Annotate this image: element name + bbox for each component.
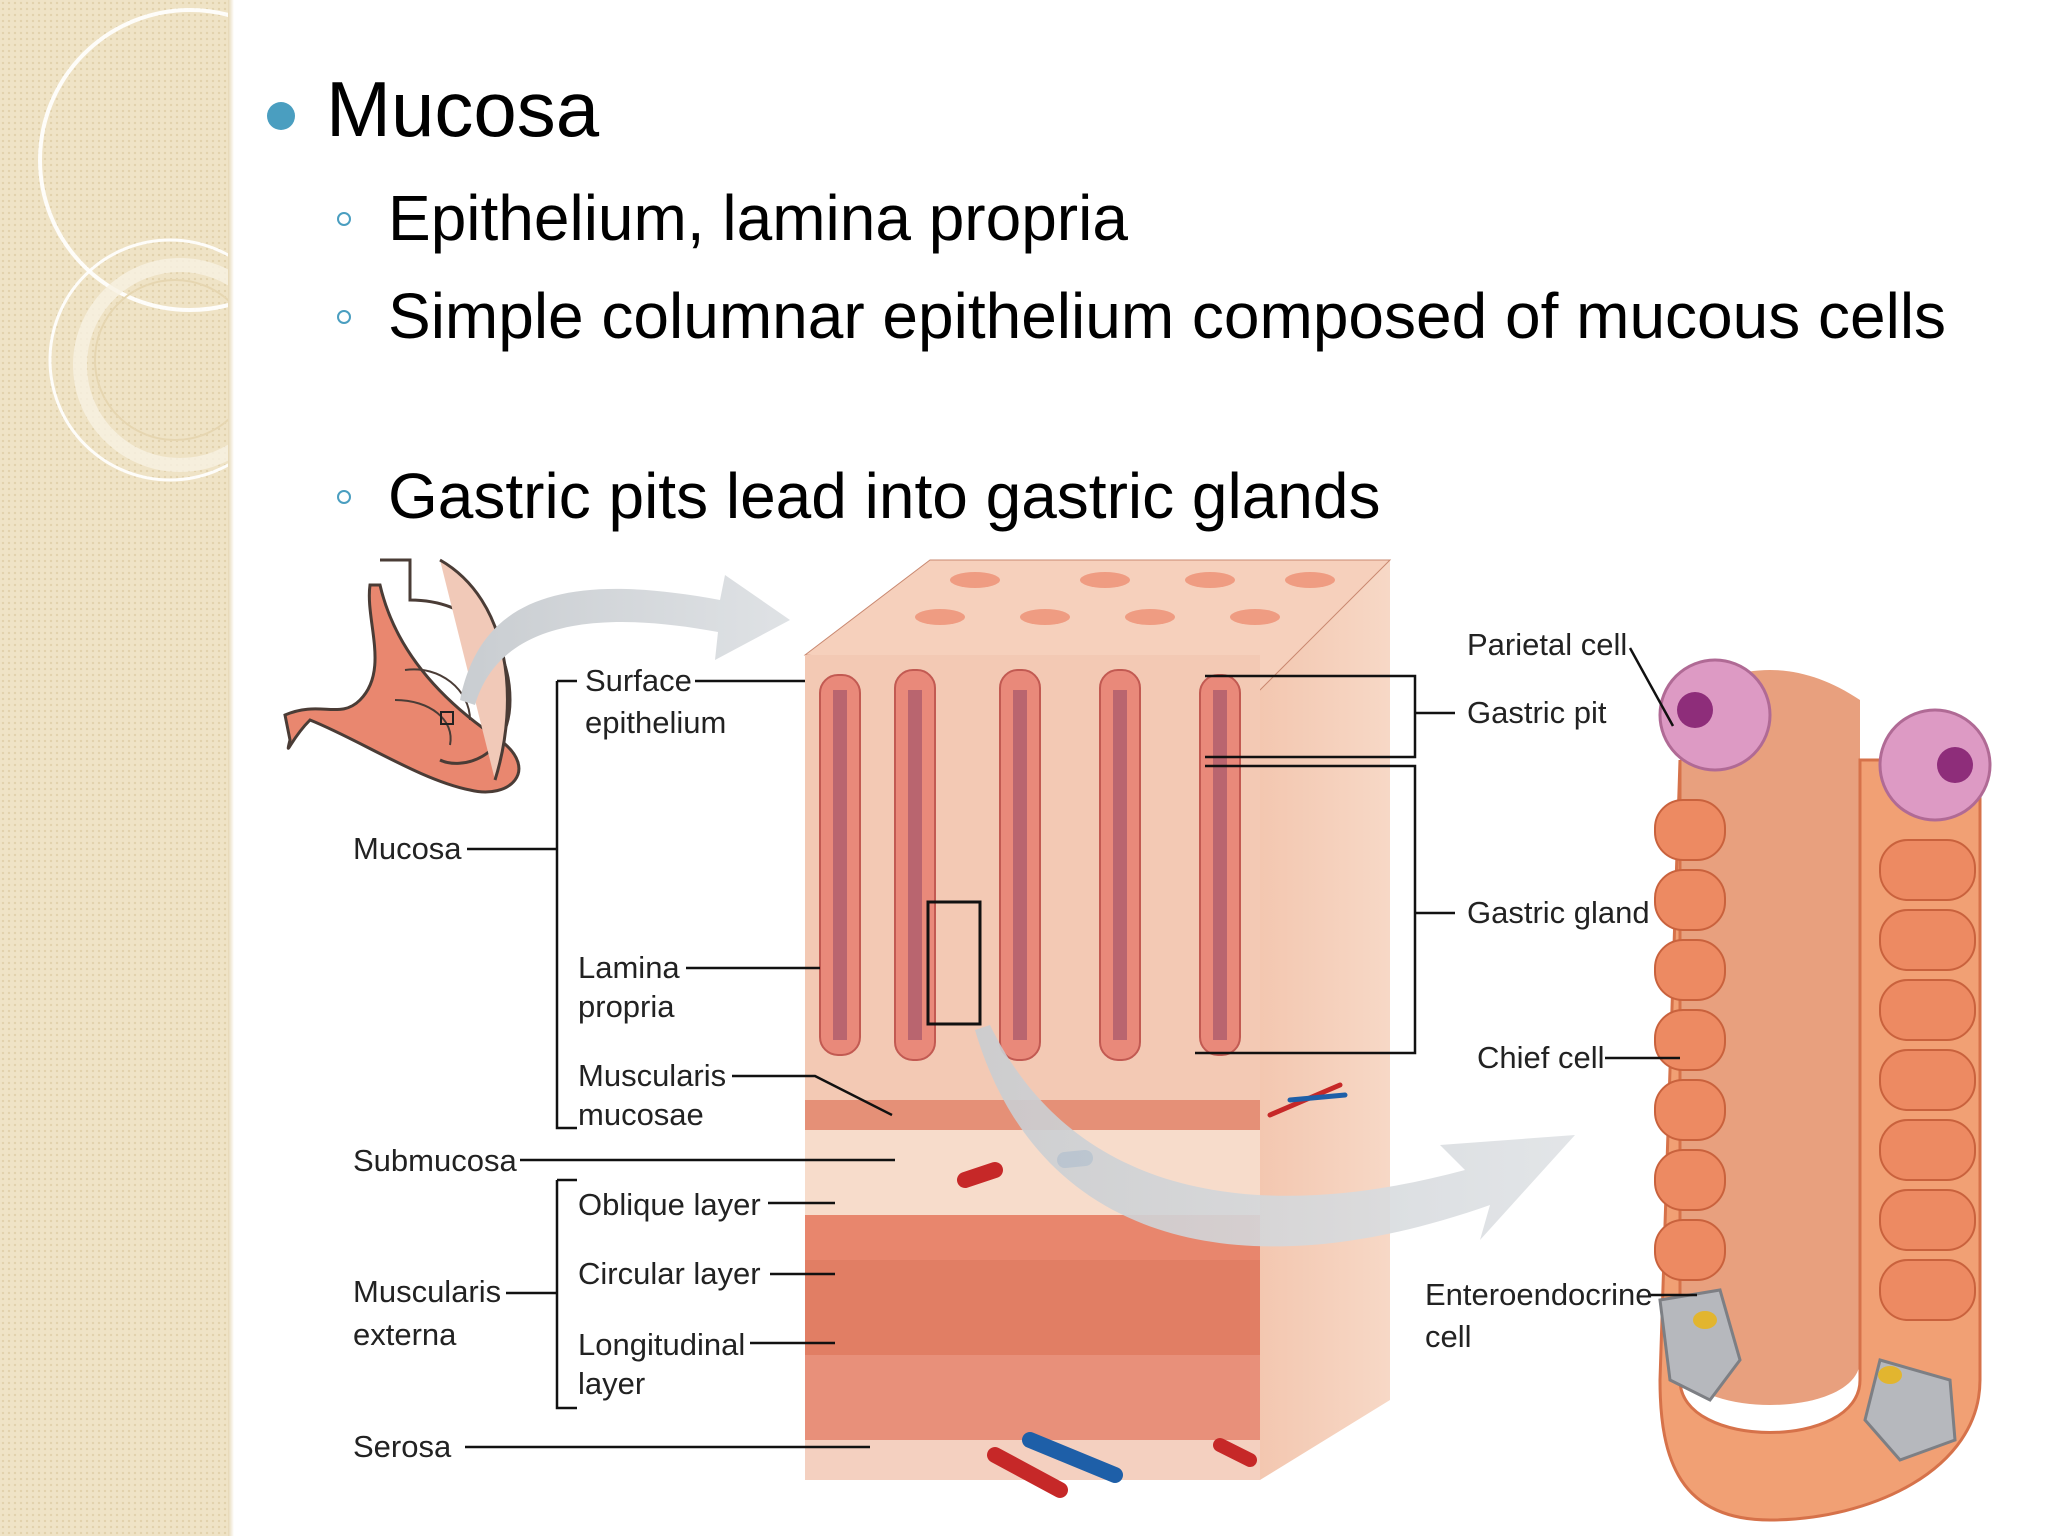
label-gastric-gland: Gastric gland bbox=[1467, 895, 1650, 930]
bullet-dot bbox=[267, 102, 295, 130]
label-parietal-cell: Parietal cell bbox=[1467, 627, 1627, 662]
sub-bullet-3: Gastric pits lead into gastric glands bbox=[388, 460, 1381, 532]
gastric-gland-detail bbox=[1654, 658, 1992, 1522]
bullet-list: Mucosa Epithelium, lamina propria Simple… bbox=[0, 0, 2048, 560]
label-layer: layer bbox=[578, 1366, 645, 1401]
label-enteroendocrine: Enteroendocrine bbox=[1425, 1277, 1653, 1312]
label-mucosae: mucosae bbox=[578, 1097, 704, 1132]
sidebar-edge bbox=[228, 0, 234, 1536]
sub-bullet-1: Epithelium, lamina propria bbox=[388, 182, 1128, 254]
label-longitudinal: Longitudinal bbox=[578, 1327, 745, 1362]
label-lamina: Lamina bbox=[578, 950, 680, 985]
sub-bullet-ring bbox=[337, 310, 351, 324]
label-cell: cell bbox=[1425, 1319, 1472, 1354]
right-labels: Parietal cell Gastric pit Gastric gland … bbox=[1425, 627, 1653, 1354]
leader-lines bbox=[465, 647, 1697, 1449]
zoom-arrow-top bbox=[460, 575, 790, 705]
label-submucosa: Submucosa bbox=[353, 1143, 517, 1178]
tissue-block bbox=[803, 559, 1392, 1498]
label-circular-layer: Circular layer bbox=[578, 1256, 761, 1291]
label-mucosa: Mucosa bbox=[353, 831, 462, 866]
sub-bullet-ring bbox=[337, 212, 351, 226]
label-oblique-layer: Oblique layer bbox=[578, 1187, 761, 1222]
label-muscularis-2: Muscularis bbox=[353, 1274, 501, 1309]
sidebar-rings bbox=[38, 8, 228, 482]
sub-bullet-2: Simple columnar epithelium composed of m… bbox=[388, 280, 1947, 352]
label-serosa: Serosa bbox=[353, 1429, 452, 1464]
sub-bullet-ring bbox=[337, 490, 351, 504]
left-labels: Surface epithelium Mucosa Lamina propria… bbox=[353, 663, 761, 1464]
label-gastric-pit: Gastric pit bbox=[1467, 695, 1607, 730]
label-surface: Surface bbox=[585, 663, 692, 698]
label-epithelium: epithelium bbox=[585, 705, 726, 740]
zoom-arrow-bottom bbox=[975, 1025, 1575, 1247]
bullet-mucosa: Mucosa bbox=[326, 65, 600, 153]
label-muscularis-1: Muscularis bbox=[578, 1058, 726, 1093]
label-chief-cell: Chief cell bbox=[1477, 1040, 1605, 1075]
label-propria: propria bbox=[578, 989, 675, 1024]
decorative-sidebar bbox=[0, 0, 228, 1536]
label-externa: externa bbox=[353, 1317, 457, 1352]
